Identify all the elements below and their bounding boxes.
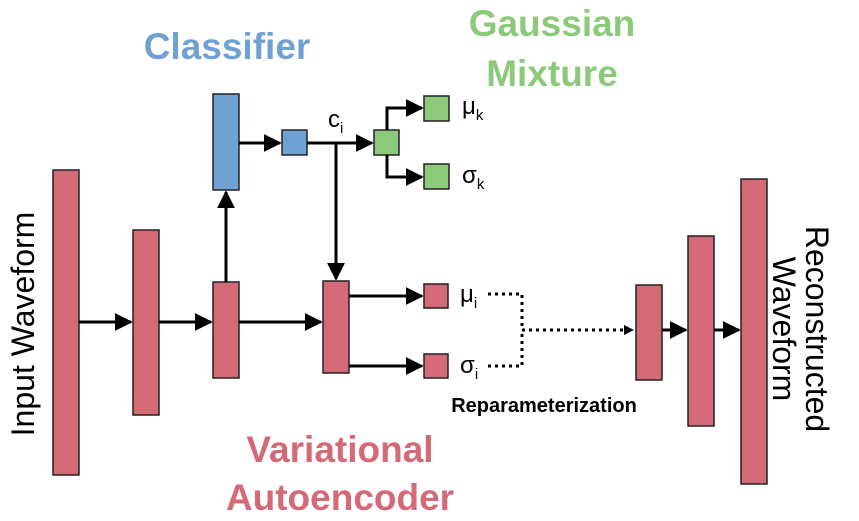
reconstructed-label-line1: Reconstructed <box>799 226 835 432</box>
gaussian-title-line2: Mixture <box>486 53 618 94</box>
sigma-k-label: σk <box>462 162 485 193</box>
classifier-title: Classifier <box>144 26 311 67</box>
reparameterization-label: Reparameterization <box>451 395 637 417</box>
input-waveform-label: Input Waveform <box>5 212 41 437</box>
sigma-i-label: σi <box>460 352 478 383</box>
gaussian-node <box>373 129 400 156</box>
encoder-block-1 <box>52 169 80 476</box>
decoder-block-2 <box>687 235 715 427</box>
decoder-block-3 <box>740 178 768 485</box>
encoder-block-2 <box>132 229 160 416</box>
dotted-sigma-i <box>488 330 524 368</box>
mu-i-label: μi <box>460 281 477 312</box>
mu-k-label: μk <box>462 93 484 124</box>
encoder-block-4 <box>322 280 350 374</box>
encoder-block-3 <box>212 281 240 379</box>
vae-title-line2: Autoencoder <box>226 477 454 518</box>
arrow-gaussian-mu-k <box>385 99 424 130</box>
reparam-arrowhead <box>624 325 634 335</box>
mu-k-block <box>423 95 450 122</box>
classifier-output-block <box>281 129 308 156</box>
c-i-label: ci <box>328 106 343 137</box>
reconstructed-label-line2: Waveform <box>766 257 802 402</box>
dotted-mu-i <box>488 292 524 330</box>
gaussian-title-line1: Gaussian <box>469 3 636 44</box>
mu-i-block <box>423 283 449 309</box>
vae-title-line1: Variational <box>246 429 433 470</box>
sigma-k-block <box>423 163 450 190</box>
arrow-gaussian-sigma-k <box>385 155 424 186</box>
classifier-block <box>212 93 240 191</box>
decoder-block-1 <box>635 284 663 381</box>
sigma-i-block <box>423 353 449 379</box>
